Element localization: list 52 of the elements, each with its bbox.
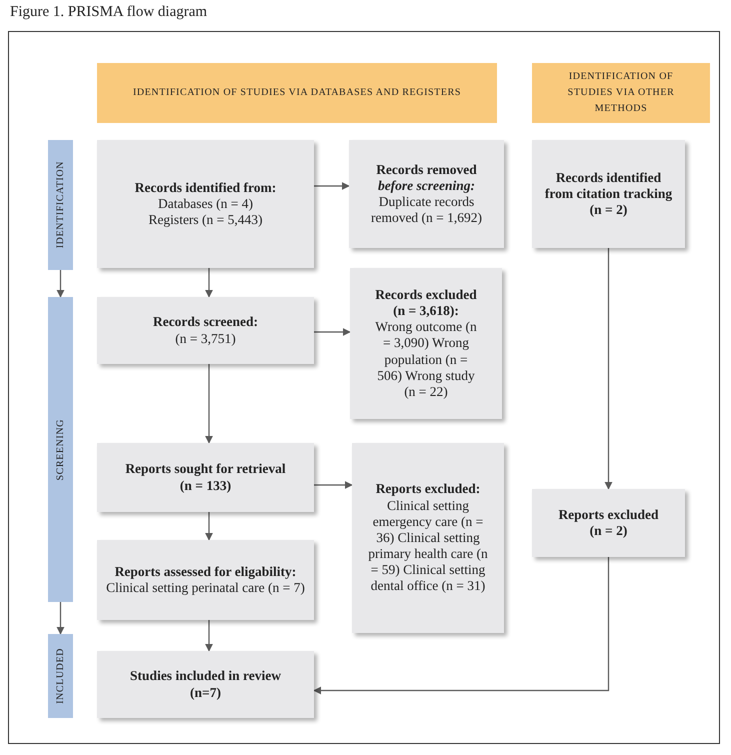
- process-box: [97, 651, 314, 718]
- arrow: [604, 248, 612, 490]
- box-heading: Records excluded (n = 3,618):: [374, 286, 478, 320]
- box-text: (n = 2): [590, 523, 628, 540]
- box-heading: Records identified from:: [134, 180, 276, 196]
- section-header: [97, 63, 497, 123]
- arrow: [205, 512, 213, 541]
- box-heading: Reports sought for retrieval: [125, 461, 286, 478]
- box-text: Clinical setting emergency care (n = 36) Clinical setting primary health care (n = 59) Clinical setting dental office (n = 31): [367, 498, 489, 595]
- box-text: (n=7): [190, 684, 221, 701]
- section-header: [532, 63, 710, 123]
- arrow: [205, 364, 213, 444]
- process-box: [532, 489, 685, 557]
- arrow: [314, 182, 350, 190]
- stage-bar: [48, 634, 73, 718]
- stage-bar: [48, 297, 73, 602]
- process-box: [350, 268, 502, 419]
- process-box: [349, 140, 504, 248]
- box-heading: Records identified from citation tracking: [544, 170, 674, 202]
- box-text: Clinical setting perinatal care (n = 7): [106, 580, 305, 596]
- stage-label: INCLUDED: [55, 648, 66, 704]
- figure-title: Figure 1. PRISMA flow diagram: [10, 4, 208, 21]
- arrow: [314, 328, 351, 336]
- arrow: [313, 557, 610, 694]
- box-text: Duplicate records removed (n = 1,692): [370, 194, 484, 226]
- stage-bar: [48, 140, 73, 270]
- arrow: [314, 481, 353, 489]
- box-heading: Records removed before screening:: [375, 162, 478, 194]
- process-box: [352, 443, 504, 633]
- box-heading: Records screened:: [152, 314, 258, 330]
- stage-label: SCREENING: [55, 418, 66, 480]
- stage-label: IDENTIFICATION: [55, 161, 66, 249]
- header-text: IDENTIFICATION OF STUDIES VIA OTHER METHODS: [566, 70, 676, 116]
- box-text: (n = 3,751): [175, 330, 236, 347]
- box-text: (n = 2): [590, 202, 628, 218]
- box-heading: Reports excluded: [558, 506, 659, 523]
- header-text: IDENTIFICATION OF STUDIES VIA DATABASES AND REGISTERS: [132, 86, 462, 100]
- process-box: [532, 140, 685, 248]
- process-box: [97, 297, 314, 364]
- box-text: (n = 133): [180, 478, 232, 494]
- process-box: [97, 540, 314, 620]
- box-heading: Reports excluded:: [376, 481, 480, 498]
- box-text: Databases (n = 4) Registers (n = 5,443): [147, 196, 264, 228]
- process-box: [97, 443, 314, 512]
- process-box: [97, 140, 314, 268]
- box-heading: Reports assessed for eligability:: [114, 564, 296, 580]
- arrow: [205, 620, 213, 652]
- arrow: [205, 268, 213, 298]
- arrow: [56, 602, 64, 635]
- box-heading: Studies included in review: [130, 668, 281, 684]
- arrow: [56, 270, 64, 298]
- box-text: Wrong outcome (n = 3,090) Wrong population (n = 506) Wrong study (n = 22): [374, 319, 478, 400]
